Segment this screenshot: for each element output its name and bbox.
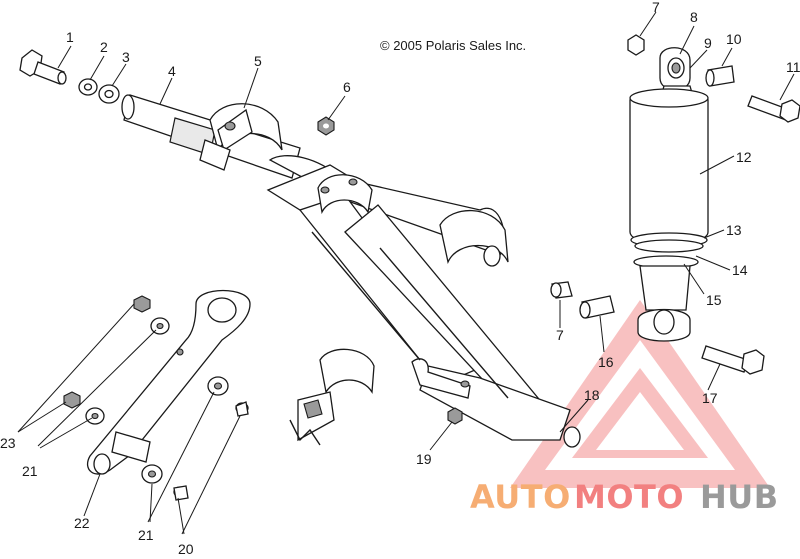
part-nut-7-top	[627, 34, 645, 56]
callout-6: 6	[343, 79, 351, 95]
callout-21-left: 21	[22, 463, 38, 479]
callout-7-top: 7	[652, 0, 660, 15]
callout-14: 14	[732, 262, 748, 278]
callout-23: 23	[0, 435, 16, 451]
part-nut-23-a	[133, 295, 151, 313]
callout-18: 18	[584, 387, 600, 403]
part-clamp-5	[199, 103, 283, 171]
part-nut-7-lower	[550, 281, 573, 299]
part-bolt-17	[701, 345, 765, 375]
part-washer-2	[78, 78, 98, 96]
part-bolt-1	[19, 49, 67, 85]
part-washer-3	[98, 84, 120, 104]
part-washer-21-d	[141, 464, 163, 484]
part-bushing-10	[705, 65, 735, 87]
part-swing-arm	[266, 155, 581, 448]
leader-lines	[17, 11, 795, 535]
callout-12: 12	[736, 149, 752, 165]
part-nut-6	[317, 116, 335, 136]
part-washer-21-c	[207, 376, 229, 396]
callout-7-lower: 7	[556, 327, 564, 343]
callout-1: 1	[66, 29, 74, 45]
callout-9: 9	[704, 35, 712, 51]
part-pin-16	[579, 295, 615, 319]
part-nut-19	[447, 407, 463, 425]
watermark-hub: HUB	[700, 478, 779, 516]
part-washer-21-b	[85, 407, 105, 425]
callout-13: 13	[726, 222, 742, 238]
copyright-text: © 2005 Polaris Sales Inc.	[380, 38, 526, 53]
callout-20: 20	[178, 541, 194, 557]
callout-15: 15	[706, 292, 722, 308]
part-spring-seat-13	[630, 232, 708, 253]
callout-2: 2	[100, 39, 108, 55]
callout-19: 19	[416, 451, 432, 467]
callout-11: 11	[786, 59, 800, 75]
callout-21-bottom: 21	[138, 527, 154, 543]
watermark-moto: MOTO	[574, 478, 684, 516]
callout-4: 4	[168, 63, 176, 79]
callout-16: 16	[598, 354, 614, 370]
callout-3: 3	[122, 49, 130, 65]
callout-17: 17	[702, 390, 718, 406]
part-bolt-11	[747, 95, 800, 123]
callout-10: 10	[726, 31, 742, 47]
part-shock-absorber-12	[629, 85, 709, 245]
part-bolt-20-b	[173, 485, 189, 501]
part-shock-eye-8	[659, 47, 691, 91]
part-linkage-22	[86, 289, 251, 475]
callout-5: 5	[254, 53, 262, 69]
callout-8: 8	[690, 9, 698, 25]
part-shock-body-15	[637, 265, 691, 342]
part-bolt-20-a	[235, 401, 249, 417]
callout-22: 22	[74, 515, 90, 531]
part-lower-clamp	[289, 348, 375, 446]
watermark-text: AUTO MOTO HUB	[470, 478, 779, 516]
part-nut-23-b	[63, 391, 81, 409]
watermark-auto: AUTO	[470, 478, 571, 516]
